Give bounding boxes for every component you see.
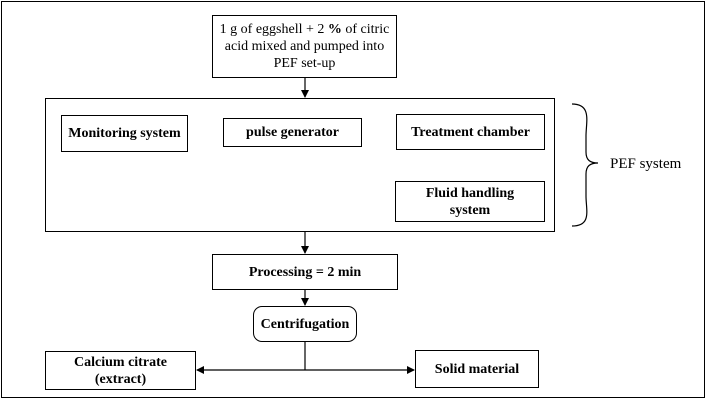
pef-system-label: PEF system	[610, 155, 681, 173]
calcium-citrate-label: Calcium citrate (extract)	[74, 354, 167, 387]
input-text-rest: of citric acid mixed and pumped into PEF…	[224, 22, 390, 71]
fluid-handling-label: Fluid handling system	[425, 185, 515, 218]
processing-box: Processing = 2 min	[212, 254, 398, 290]
solid-material-label: Solid material	[434, 361, 520, 377]
pef-bracket	[571, 103, 599, 227]
processing-label: Processing = 2 min	[248, 264, 362, 280]
centrifugation-box: Centrifugation	[253, 306, 357, 342]
fluid-handling-box: Fluid handling system	[395, 181, 545, 222]
treatment-chamber-box: Treatment chamber	[396, 114, 545, 150]
treatment-chamber-label: Treatment chamber	[411, 124, 530, 140]
calcium-citrate-box: Calcium citrate (extract)	[45, 351, 196, 390]
solid-material-box: Solid material	[415, 350, 539, 388]
input-text-prefix: 1 g of eggshell + 2	[219, 22, 328, 37]
input-percent: %	[327, 22, 342, 37]
input-text: 1 g of eggshell + 2 % of citric acid mix…	[219, 21, 390, 72]
centrifugation-label: Centrifugation	[260, 316, 350, 332]
pef-system-text: PEF system	[610, 156, 682, 172]
pulse-generator-box: pulse generator	[223, 118, 362, 147]
monitoring-system-label: Monitoring system	[68, 126, 181, 141]
input-box: 1 g of eggshell + 2 % of citric acid mix…	[212, 15, 397, 78]
monitoring-system-box: Monitoring system	[61, 115, 188, 152]
pulse-generator-label: pulse generator	[246, 125, 339, 140]
